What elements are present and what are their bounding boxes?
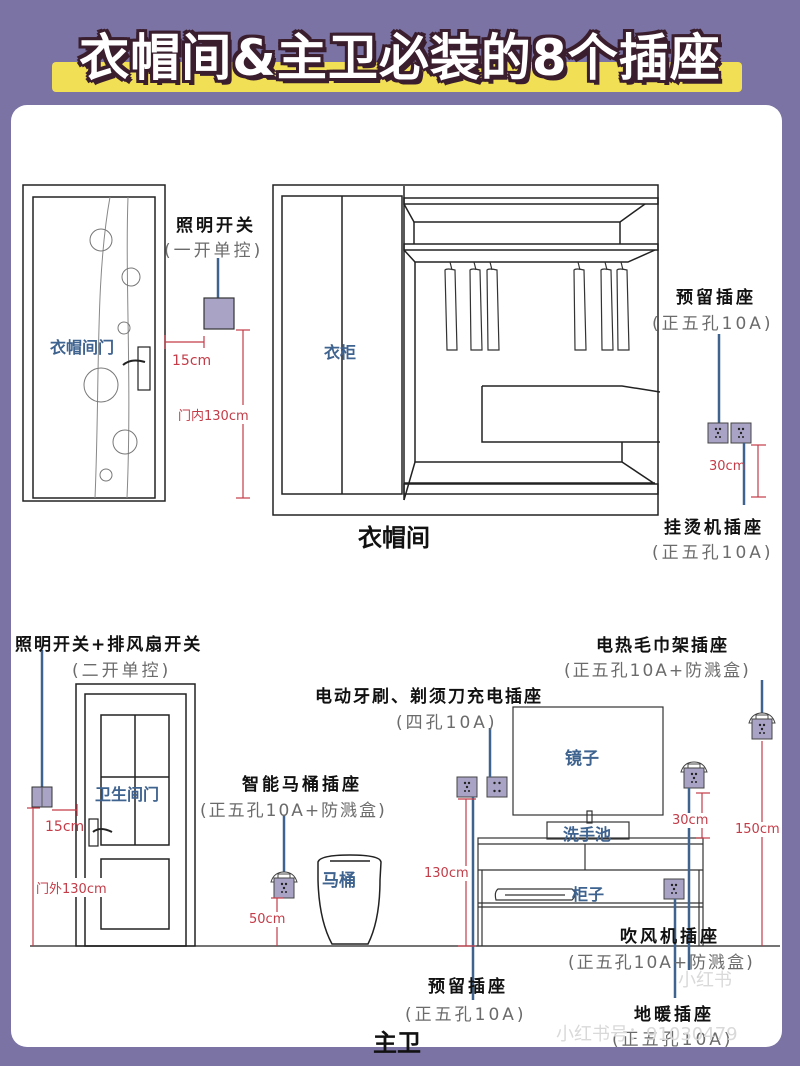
towel-rack-socket bbox=[748, 680, 776, 946]
watermark-logo: 小红书 bbox=[678, 970, 732, 991]
floor-heating-socket-name: 地暖插座 bbox=[634, 1005, 714, 1025]
vanity-cabinet bbox=[477, 821, 704, 947]
watermark-text: 小红书号：91030479 bbox=[556, 1024, 738, 1045]
hairdryer-socket-height: 30cm bbox=[672, 813, 709, 828]
bathroom-door-label: 卫生间门 bbox=[95, 785, 160, 804]
mirror bbox=[512, 706, 664, 824]
cloakroom-switch-height: 门内130cm bbox=[178, 405, 249, 424]
cloakroom-door bbox=[22, 184, 166, 502]
reserved-socket-height: 130cm bbox=[424, 866, 469, 881]
toilet-label: 马桶 bbox=[322, 871, 356, 891]
bathroom-switch-name: 照明开关+排风扇开关 bbox=[15, 635, 203, 655]
towel-rack-socket-spec: (正五孔10A+防溅盒) bbox=[564, 661, 751, 681]
cabinet-label: 柜子 bbox=[572, 885, 605, 904]
toilet-socket-spec: (正五孔10A+防溅盒) bbox=[200, 801, 387, 821]
diagram-card bbox=[11, 105, 782, 1047]
bathroom-room-label: 主卫 bbox=[373, 1028, 421, 1057]
steamer-socket-name: 挂烫机插座 bbox=[664, 518, 764, 538]
wardrobe bbox=[272, 184, 661, 516]
cloakroom-switch-spec: (一开单控) bbox=[164, 241, 264, 261]
vanity-sockets bbox=[456, 728, 508, 1000]
page-title: 衣帽间&主卫必装的8个插座 bbox=[79, 29, 721, 87]
hairdryer-socket-spec: (正五孔10A+防溅盒) bbox=[568, 953, 755, 973]
bathroom-door bbox=[75, 683, 196, 947]
cloakroom-door-label: 衣帽间门 bbox=[50, 338, 115, 357]
bathroom-switch-height: 门外130cm bbox=[36, 878, 107, 897]
toothbrush-socket-name: 电动牙刷、剃须刀充电插座 bbox=[315, 687, 543, 707]
hairdryer-socket-name: 吹风机插座 bbox=[620, 927, 720, 947]
toilet-socket-name: 智能马桶插座 bbox=[242, 775, 362, 795]
title-highlight bbox=[52, 62, 742, 92]
bathroom-switch-spec: (二开单控) bbox=[72, 661, 172, 681]
wardrobe-label: 衣柜 bbox=[324, 343, 357, 362]
floor-heating-socket bbox=[663, 878, 685, 998]
cloakroom-switch-offset: 15cm bbox=[172, 353, 212, 369]
bathroom-switch-offset: 15cm bbox=[45, 819, 85, 835]
cloakroom-sockets bbox=[707, 334, 766, 505]
cloakroom-reserved-socket-spec: (正五孔10A) bbox=[652, 314, 774, 334]
steamer-socket-spec: (正五孔10A) bbox=[652, 543, 774, 563]
mirror-label: 镜子 bbox=[565, 749, 599, 769]
towel-rack-socket-height: 150cm bbox=[735, 822, 780, 837]
cloakroom-reserved-socket-name: 预留插座 bbox=[676, 288, 756, 308]
toilet bbox=[317, 854, 382, 945]
cloakroom-socket-height: 30cm bbox=[709, 459, 746, 474]
toilet-socket-height: 50cm bbox=[249, 912, 286, 927]
towel-rack-socket-name: 电热毛巾架插座 bbox=[596, 636, 729, 656]
floor-heating-socket-spec: (正五孔10A) bbox=[612, 1030, 734, 1050]
bathroom-reserved-socket-name: 预留插座 bbox=[428, 977, 508, 997]
bathroom-switch-dimensions bbox=[27, 804, 78, 946]
sink-label: 洗手池 bbox=[563, 825, 612, 844]
hanging-clothes bbox=[444, 261, 630, 351]
cloakroom-switch-name: 照明开关 bbox=[176, 216, 256, 236]
cloakroom-room-label: 衣帽间 bbox=[358, 523, 430, 552]
bathroom-switch bbox=[31, 650, 53, 808]
cloakroom-switch bbox=[203, 258, 235, 330]
bathroom-reserved-socket-spec: (正五孔10A) bbox=[405, 1005, 527, 1025]
toothbrush-socket-spec: (四孔10A) bbox=[396, 713, 498, 733]
